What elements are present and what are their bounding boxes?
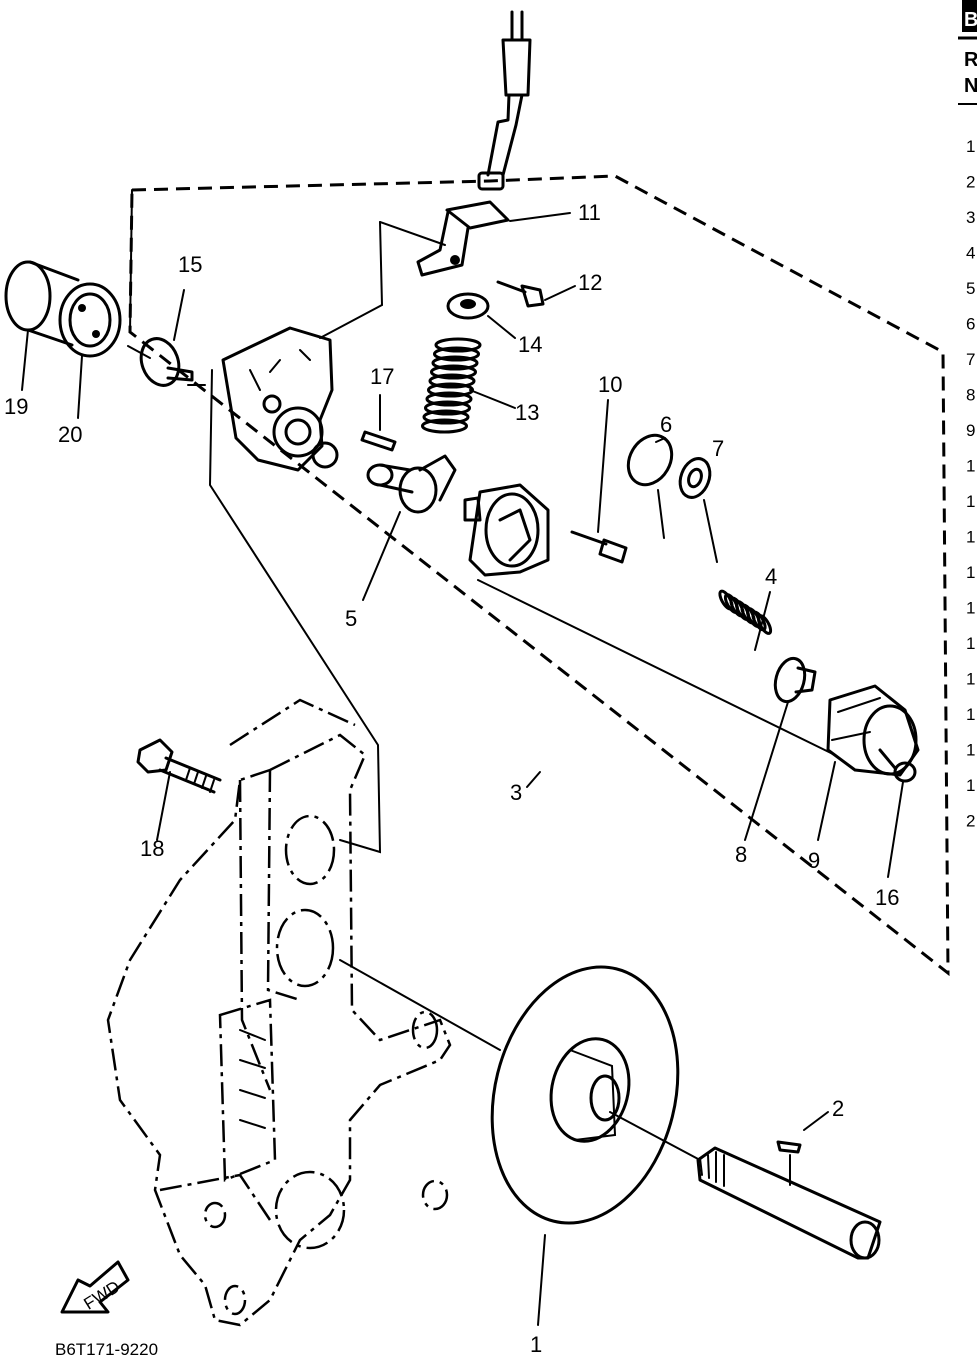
primary-sheave — [490, 965, 680, 1225]
table-header-fragment: B — [964, 9, 977, 31]
fwd-label: FWD — [80, 1277, 123, 1314]
callout-16: 16 — [875, 885, 899, 910]
part-17-pin — [360, 394, 397, 452]
fwd-arrow-icon: FWD — [60, 1260, 130, 1314]
part-14-cap — [446, 292, 490, 320]
callout-1: 1 — [530, 1332, 542, 1357]
callout-8: 8 — [735, 842, 747, 867]
table-row-fragment: 1 — [966, 528, 975, 547]
spring-coil — [421, 418, 468, 434]
part-16-bolt — [878, 748, 917, 783]
callout-12: 12 — [578, 270, 602, 295]
callout-11: 11 — [578, 200, 601, 225]
part-11-bracket — [416, 200, 510, 277]
callout-2: 2 — [832, 1096, 844, 1121]
part-18-bolt — [136, 738, 222, 794]
spring-coil — [433, 346, 480, 362]
drawing-code: B6T171-9220 — [55, 1340, 158, 1357]
callout-10: 10 — [598, 372, 622, 397]
part-13-spring — [421, 337, 482, 434]
callout-18: 18 — [140, 836, 164, 861]
throttle-cable — [477, 10, 532, 191]
assembly-boundary — [128, 174, 950, 977]
spring-coil — [425, 391, 473, 407]
callout-9: 9 — [808, 848, 820, 873]
part-6-washer — [626, 433, 674, 487]
callout-4: 4 — [765, 564, 777, 589]
table-row-fragment: 1 — [966, 634, 975, 653]
clipped-parts-table: R N 1 2 3 4 5 6 7 8 9 1 1 1 1 1 1 1 1 1 1 2 B — [958, 0, 977, 831]
leader-bracket — [208, 369, 382, 854]
table-row-fragment: 9 — [966, 421, 975, 440]
callout-3: 3 — [510, 780, 522, 805]
part-1-shaft — [696, 1146, 882, 1260]
part-4-spring — [718, 589, 773, 635]
table-row-fragment: 8 — [966, 386, 975, 405]
spring-coil — [424, 400, 471, 416]
table-row-fragment: 1 — [966, 705, 975, 724]
table-row-fragment: 1 — [966, 776, 975, 795]
part-2-key — [776, 1140, 802, 1186]
spring-coil — [434, 337, 482, 353]
callout-5: 5 — [345, 606, 357, 631]
spring-coil — [428, 373, 476, 389]
part-19-cap — [4, 260, 80, 347]
table-row-fragment: 6 — [966, 315, 975, 334]
callout-19: 19 — [4, 394, 28, 419]
part-15-plate — [139, 337, 194, 387]
callout-6: 6 — [660, 412, 672, 437]
table-row-fragment: 5 — [966, 279, 975, 298]
table-row-fragment: 1 — [966, 670, 975, 689]
table-row-fragment: 1 — [966, 563, 975, 582]
callout-17: 17 — [370, 364, 394, 389]
table-row-fragment: 1 — [966, 457, 975, 476]
table-row-fragment: 4 — [966, 244, 975, 263]
table-col-fragment-2: N — [964, 75, 977, 97]
callout-14: 14 — [518, 332, 542, 357]
callout-7: 7 — [712, 436, 724, 461]
part-20-cap — [58, 282, 122, 358]
table-row-fragment: 2 — [966, 173, 975, 192]
callout-20: 20 — [58, 422, 82, 447]
part-10-bolt — [570, 399, 628, 564]
part-12-screw — [496, 280, 545, 308]
table-row-fragment: 2 — [966, 812, 975, 831]
table-col-fragment-1: R — [964, 49, 977, 71]
spring-coil — [431, 355, 479, 371]
callout-labels: 11 12 15 14 17 13 19 20 10 6 7 4 5 3 8 9 18 16 2 1 — [4, 200, 899, 1357]
spring-coil — [430, 364, 477, 380]
governor-housing — [221, 326, 339, 472]
callout-13: 13 — [515, 400, 539, 425]
table-row-fragment: 7 — [966, 350, 975, 369]
governor-body — [463, 483, 550, 577]
leader-lines — [21, 212, 904, 1326]
part-7-ring — [678, 457, 712, 499]
part-8-retainer — [773, 656, 817, 704]
table-row-fragment: 3 — [966, 208, 975, 227]
table-row-fragment: 1 — [966, 137, 975, 156]
table-row-fragment: 1 — [966, 741, 975, 760]
callout-15: 15 — [178, 252, 202, 277]
part-5-shaft — [366, 454, 457, 514]
spring-coil — [422, 409, 470, 425]
engine-case-phantom — [106, 698, 452, 1327]
table-row-fragment: 1 — [966, 492, 975, 511]
table-row-fragment: 1 — [966, 599, 975, 618]
